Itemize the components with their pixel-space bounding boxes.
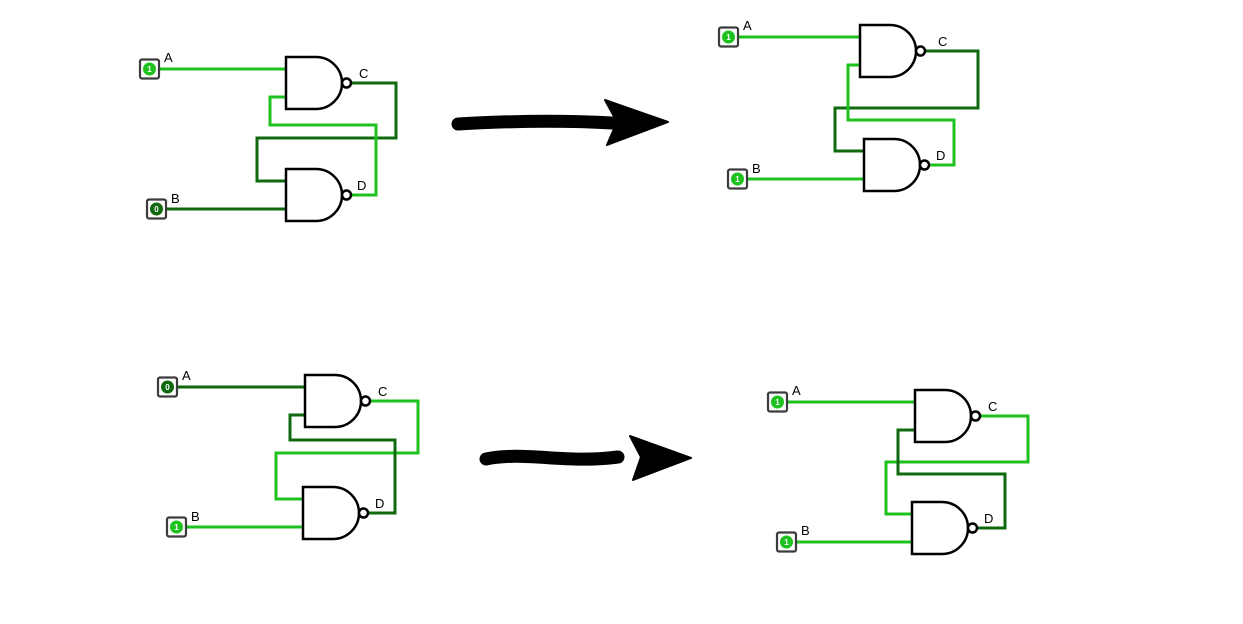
inverter-bubble-icon xyxy=(966,522,979,534)
label-input-a: A xyxy=(182,368,191,383)
label-output-d: D xyxy=(375,496,384,511)
switch-value: 0 xyxy=(165,383,170,392)
switch-led xyxy=(143,62,156,76)
switch-led xyxy=(771,395,784,409)
switch-led xyxy=(731,172,744,186)
nand-gate-top xyxy=(284,55,353,111)
input-switch-a[interactable]: 0 xyxy=(156,376,179,398)
label-output-d: D xyxy=(936,148,945,163)
wire-output-c xyxy=(255,81,398,183)
nand-gate-bottom xyxy=(862,137,931,193)
label-input-a: A xyxy=(164,50,173,65)
switch-value: 1 xyxy=(784,538,789,547)
arrow-shaft xyxy=(479,449,625,466)
wire-output-c xyxy=(833,49,980,153)
label-input-b: B xyxy=(191,509,200,524)
nand-gate-top xyxy=(913,388,982,444)
switch-value: 0 xyxy=(154,205,159,214)
wire-output-c xyxy=(884,414,1030,516)
label-output-c: C xyxy=(938,34,947,49)
inverter-bubble-icon xyxy=(969,410,982,422)
switch-led xyxy=(780,535,793,549)
input-switch-a[interactable]: 1 xyxy=(717,26,740,48)
input-switch-b[interactable]: 1 xyxy=(165,516,188,538)
input-switch-b[interactable]: 1 xyxy=(775,531,798,553)
switch-value: 1 xyxy=(147,65,152,74)
switch-value: 1 xyxy=(775,398,780,407)
input-switch-b[interactable]: 0 xyxy=(145,198,168,220)
inverter-bubble-icon xyxy=(357,507,370,519)
input-switch-a[interactable]: 1 xyxy=(138,58,161,80)
wire-output-d xyxy=(268,95,378,197)
label-input-b: B xyxy=(801,523,810,538)
wire-output-d xyxy=(846,63,956,167)
inverter-bubble-icon xyxy=(918,159,931,171)
transition-arrow-top xyxy=(451,99,669,146)
label-input-b: B xyxy=(752,161,761,176)
switch-value: 1 xyxy=(735,175,740,184)
switch-led xyxy=(150,202,163,216)
label-output-d: D xyxy=(357,178,366,193)
arrow-head-icon xyxy=(604,99,669,146)
switch-led xyxy=(161,380,174,394)
label-output-c: C xyxy=(378,384,387,399)
label-input-a: A xyxy=(792,383,801,398)
nand-gate-bottom xyxy=(910,500,979,556)
inverter-bubble-icon xyxy=(340,77,353,89)
switch-led xyxy=(170,520,183,534)
input-switch-b[interactable]: 1 xyxy=(726,168,749,190)
label-output-c: C xyxy=(988,399,997,414)
nand-gate-top xyxy=(303,373,372,429)
circuit-top-right: 1 1 A B C D xyxy=(717,18,980,193)
input-switch-a[interactable]: 1 xyxy=(766,391,789,413)
label-output-c: C xyxy=(359,66,368,81)
wire-output-c xyxy=(274,399,420,501)
inverter-bubble-icon xyxy=(914,45,927,57)
wire-output-d xyxy=(288,413,397,515)
nand-gate-bottom xyxy=(284,167,353,223)
transition-arrow-bottom xyxy=(479,435,692,481)
label-input-a: A xyxy=(743,18,752,33)
wire-output-d xyxy=(896,428,1007,530)
circuit-top-left: 1 0 A B C D xyxy=(138,50,398,223)
circuit-bottom-left: 0 1 A B C D xyxy=(156,368,420,541)
inverter-bubble-icon xyxy=(340,189,353,201)
nand-gate-bottom xyxy=(301,485,370,541)
label-input-b: B xyxy=(171,191,180,206)
switch-value: 1 xyxy=(726,33,731,42)
nand-gate-top xyxy=(858,23,927,79)
switch-value: 1 xyxy=(174,523,179,532)
circuit-bottom-right: 1 1 A B C D xyxy=(766,383,1030,556)
arrow-head-icon xyxy=(629,435,692,481)
switch-led xyxy=(722,30,735,44)
label-output-d: D xyxy=(984,511,993,526)
arrow-shaft xyxy=(451,114,619,131)
inverter-bubble-icon xyxy=(359,395,372,407)
